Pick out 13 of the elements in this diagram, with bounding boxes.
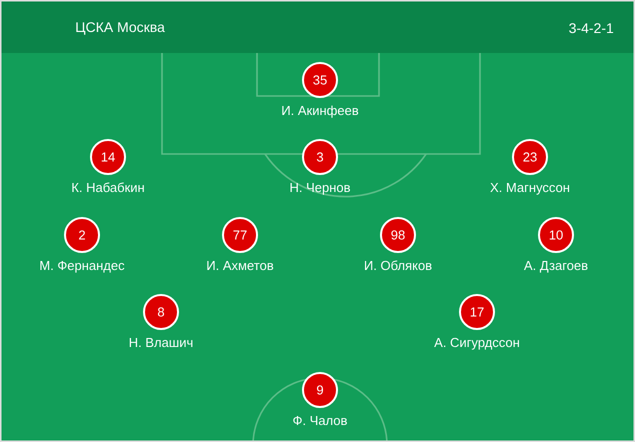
player-name: А. Сигурдссон: [434, 338, 519, 350]
formation-label: 3-4-2-1: [569, 23, 614, 34]
player-name: Ф. Чалов: [293, 416, 347, 426]
player-name: И. Обляков: [365, 260, 432, 270]
player-name: И. Акинфеев: [282, 106, 358, 118]
player-name: Х. Магнуссон: [490, 183, 570, 195]
player-name: М. Фернандес: [40, 260, 124, 273]
player-name: К. Набабкин: [72, 182, 144, 192]
player-name: Н. Влашич: [130, 338, 192, 348]
player-name: И. Ахметов: [207, 261, 274, 270]
team-name: ЦСКА Москва: [76, 22, 165, 35]
player-name: Н. Чернов: [290, 183, 350, 195]
player-name: А. Дзагоев: [524, 261, 588, 273]
